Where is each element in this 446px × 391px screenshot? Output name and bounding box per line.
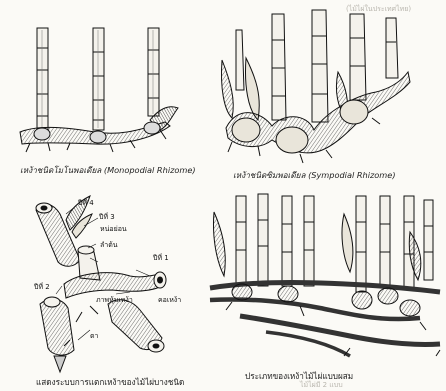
label-year-4-left: ปีที่ 4 xyxy=(78,199,94,207)
rhizome-propagation-drawing xyxy=(36,196,166,372)
label-year-2: ปีที่ 2 xyxy=(34,283,50,291)
caption-monopodial: เหง้าชนิดโมโนพอเดียล (Monopodial Rhizome… xyxy=(20,165,196,175)
label-rhizome-neck: คอเหง้า xyxy=(158,296,181,304)
mixed-rhizome-drawing xyxy=(210,194,440,356)
bleed-text-top: (ไม้ไผ่ในประเทศไทย) xyxy=(346,4,411,15)
label-year-3: ปีที่ 3 xyxy=(99,213,115,221)
caption-propagation: แสดงระบบการแตกเหง้าของไม้ไผ่บางชนิด xyxy=(36,377,184,387)
bleed-text-bottom: ไม้ไผ่มี 2 แบบ xyxy=(300,380,343,391)
sympodial-rhizome-drawing xyxy=(221,10,410,163)
monopodial-rhizome-drawing xyxy=(20,28,178,152)
label-culm: ลำต้น xyxy=(100,241,118,249)
caption-sympodial: เหง้าชนิดซิมพอเดียล (Sympodial Rhizome) xyxy=(233,170,396,180)
label-bud: หน่อย่อน xyxy=(100,225,127,233)
label-rhizome-segment: ภาพหุ้มเหง้า xyxy=(96,296,133,304)
label-year-1: ปีที่ 1 xyxy=(153,254,169,262)
label-root: ตา xyxy=(90,332,98,340)
